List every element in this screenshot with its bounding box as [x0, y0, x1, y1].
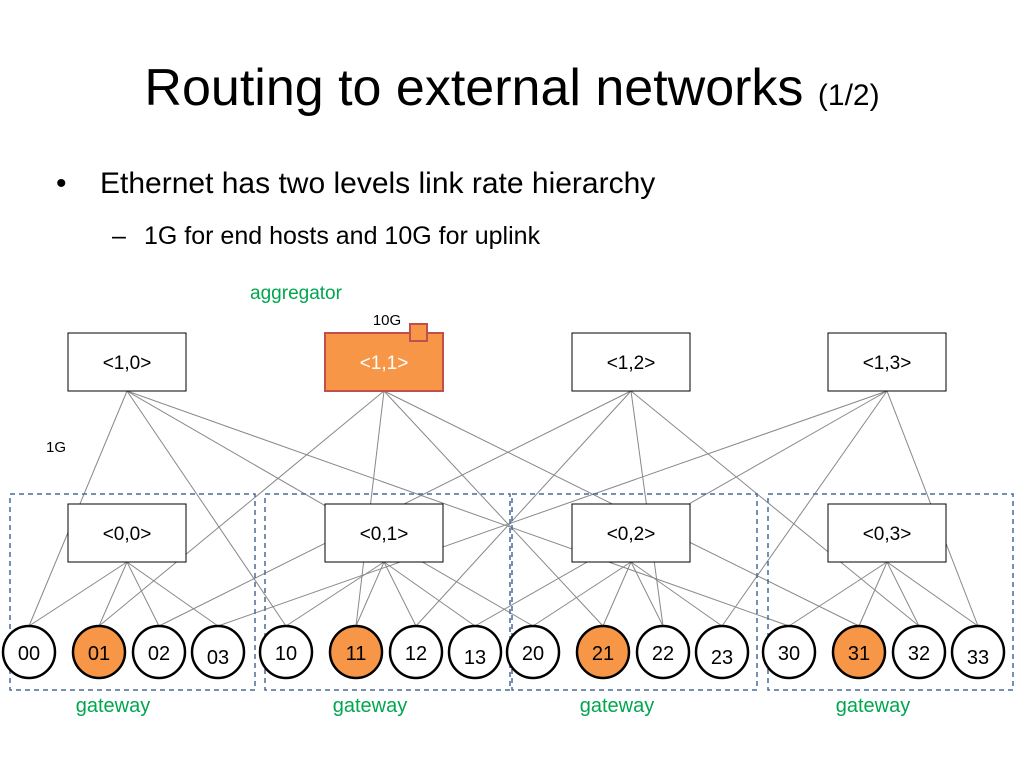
- host-label: 11: [346, 643, 367, 665]
- host-label: 03: [207, 647, 229, 669]
- edge-link: [788, 561, 888, 627]
- server-group-box: [767, 493, 1014, 691]
- host-label: 31: [848, 643, 870, 665]
- edge-link: [630, 561, 723, 627]
- level1-switch-box: [571, 332, 691, 392]
- slide-title: Routing to external networks (1/2): [0, 62, 1024, 114]
- level1-switch-label: <1,2>: [607, 353, 656, 374]
- host-label: 10: [275, 643, 297, 665]
- uplink-rate-label: 10G: [373, 312, 401, 329]
- host-label: 23: [711, 647, 733, 669]
- level1-switch-box: [324, 332, 444, 392]
- host-label: 22: [652, 643, 674, 665]
- host-node: [761, 624, 817, 680]
- host-label: 30: [778, 643, 800, 665]
- slide-title-main: Routing to external networks: [144, 59, 804, 117]
- node-layer: gateway gateway gateway gateway <1,0> <1,1> <1…: [1, 332, 1006, 717]
- level0-switch-label: <0,1>: [360, 524, 409, 545]
- host-node: [131, 624, 187, 680]
- host-label: 32: [908, 643, 930, 665]
- uplink-link: [630, 390, 920, 627]
- level0-switch-box: [571, 503, 691, 563]
- edge-link: [602, 561, 632, 627]
- gateway-label: gateway: [333, 695, 408, 717]
- host-label: 00: [18, 643, 40, 665]
- host-label: 13: [464, 647, 486, 669]
- uplink-link: [415, 390, 632, 627]
- sub-bullet-text: 1G for end hosts and 10G for uplink: [144, 222, 541, 250]
- host-label: 33: [967, 647, 989, 669]
- level0-switch-label: <0,3>: [863, 524, 912, 545]
- host-node: [891, 624, 947, 680]
- slide-title-suffix: (1/2): [817, 79, 880, 112]
- edge-link: [126, 561, 160, 627]
- edge-link: [98, 561, 128, 627]
- uplink-link: [721, 390, 888, 627]
- server-group-box: [9, 493, 256, 691]
- host-node: [635, 624, 691, 680]
- uplink-port-icon: [409, 323, 428, 342]
- level0-switch-label: <0,2>: [607, 524, 656, 545]
- level0-switch-box: [67, 503, 187, 563]
- bullet-marker: •: [56, 167, 67, 200]
- sub-bullet-marker: –: [112, 222, 126, 250]
- level1-switch-label: <1,3>: [863, 353, 912, 374]
- host-node: [258, 624, 314, 680]
- host-rate-label: 1G: [46, 439, 66, 456]
- edge-link: [630, 561, 664, 627]
- gateway-label: gateway: [76, 695, 151, 717]
- aggregator-label: aggregator: [250, 283, 343, 304]
- group-boxes: [9, 493, 1014, 691]
- edge-link: [28, 561, 128, 627]
- edge-link: [383, 561, 476, 627]
- host-label: 21: [592, 643, 614, 665]
- gateway-host-node: [831, 624, 887, 680]
- bullet-level1: • Ethernet has two levels link rate hiera…: [56, 166, 655, 202]
- uplink-link: [98, 390, 385, 627]
- gateway-host-node: [575, 624, 631, 680]
- level1-switch-box: [827, 332, 947, 392]
- host-node: [388, 624, 444, 680]
- uplink-link: [126, 390, 287, 627]
- host-node: [447, 624, 503, 680]
- edge-link: [886, 561, 979, 627]
- edge-link: [383, 561, 417, 627]
- edge-link: [532, 561, 632, 627]
- uplink-link: [383, 390, 604, 627]
- host-label: 20: [522, 643, 544, 665]
- bullet-level2: –1G for end hosts and 10G for uplink: [112, 221, 540, 251]
- uplink-link: [217, 390, 888, 627]
- level1-switch-box: [67, 332, 187, 392]
- uplink-link: [126, 390, 790, 627]
- level0-switch-label: <0,0>: [103, 524, 152, 545]
- level1-switch-label: <1,0>: [103, 353, 152, 374]
- host-node: [694, 624, 750, 680]
- host-node: [1, 624, 57, 680]
- edge-link: [858, 561, 888, 627]
- level0-switch-box: [827, 503, 947, 563]
- edge-link: [285, 561, 385, 627]
- host-node: [190, 624, 246, 680]
- edge-link: [355, 561, 385, 627]
- gateway-label: gateway: [836, 695, 911, 717]
- edge-link: [886, 561, 920, 627]
- edge-link: [126, 561, 219, 627]
- server-group-box: [511, 493, 758, 691]
- level0-switch-box: [324, 503, 444, 563]
- gateway-host-node: [71, 624, 127, 680]
- host-label: 01: [88, 643, 110, 665]
- gateway-label: gateway: [580, 695, 655, 717]
- level1-switch-label: <1,1>: [360, 353, 409, 374]
- host-label: 12: [405, 643, 427, 665]
- server-group-box: [264, 493, 511, 691]
- host-node: [950, 624, 1006, 680]
- bullet-text: Ethernet has two levels link rate hierar…: [100, 167, 656, 200]
- gateway-host-node: [328, 624, 384, 680]
- host-node: [505, 624, 561, 680]
- host-label: 02: [148, 643, 170, 665]
